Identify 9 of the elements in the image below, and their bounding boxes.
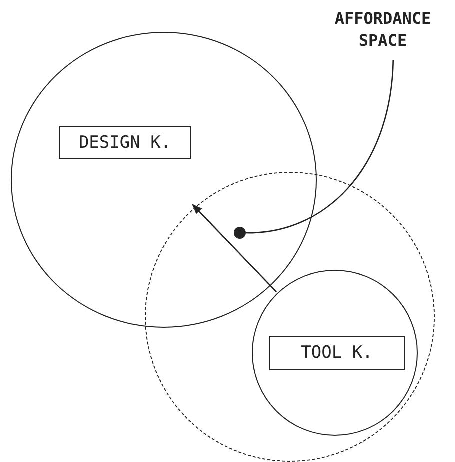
design-knowledge-circle: [11, 32, 317, 328]
connector-line: [246, 60, 394, 234]
tool-knowledge-label: TOOL K.: [269, 336, 405, 370]
tool-knowledge-circle: [252, 270, 418, 436]
affordance-space-label: AFFORDANCE SPACE: [318, 8, 448, 56]
dashed-circle: [145, 172, 435, 462]
point-dot: [234, 227, 246, 239]
arrow: [192, 204, 278, 293]
design-knowledge-label: DESIGN K.: [59, 126, 191, 159]
